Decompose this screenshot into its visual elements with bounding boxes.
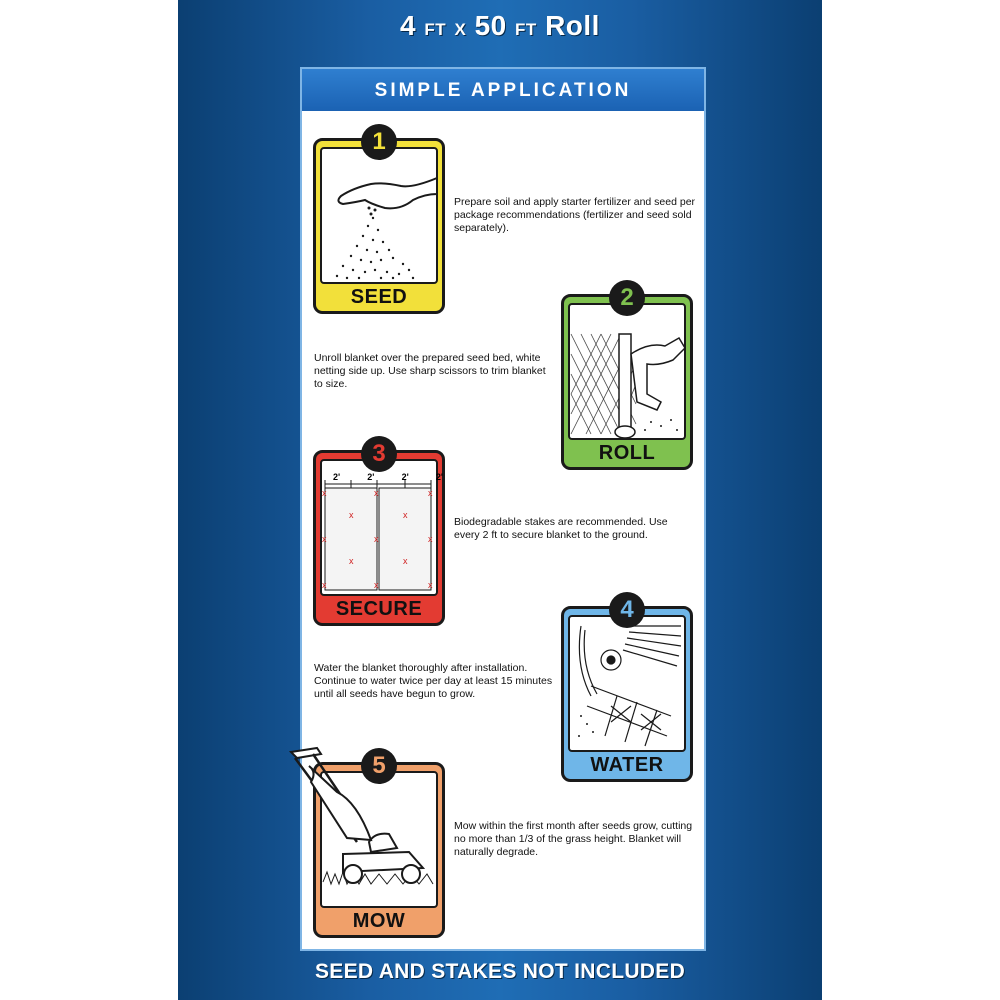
step-secure-card: x x x x x x x x x x x x x 2' 2' 2' 2' 3 SECURE <box>313 436 445 626</box>
roll-size-title: 4 FT X 50 FT Roll <box>178 10 822 42</box>
step-label: SECURE <box>335 598 423 620</box>
spacing-label: 2' <box>401 472 409 482</box>
length-unit: FT <box>515 20 537 39</box>
spacing-label: 2' <box>333 472 341 482</box>
svg-text:x: x <box>403 510 408 520</box>
spacing-label: 2' <box>435 472 443 482</box>
svg-text:x: x <box>374 580 379 590</box>
secure-illustration-icon: x x x x x x x x x x x x x <box>313 450 445 626</box>
step-water-card: 4 WATER <box>561 592 693 782</box>
step-mow-card: 5 MOW <box>288 746 445 938</box>
step-number-badge: 5 <box>361 748 397 784</box>
water-illustration-icon <box>561 606 693 782</box>
svg-text:x: x <box>349 510 354 520</box>
step-label: MOW <box>352 910 406 932</box>
dimension-separator: X <box>454 20 467 39</box>
step-water-description: Water the blanket thoroughly after insta… <box>314 662 553 700</box>
step-label: WATER <box>590 754 664 776</box>
svg-text:x: x <box>374 488 379 498</box>
svg-text:x: x <box>428 534 433 544</box>
length-value: 50 <box>474 10 507 41</box>
mower-handle-icon <box>288 746 373 843</box>
svg-text:x: x <box>428 580 433 590</box>
step-seed-card: 1 SEED <box>313 124 445 314</box>
step-number-badge: 3 <box>361 436 397 472</box>
spacing-label: 2' <box>367 472 375 482</box>
step-label: ROLL <box>598 442 656 464</box>
roll-illustration-icon <box>561 294 693 470</box>
step-roll-description: Unroll blanket over the prepared seed be… <box>314 352 546 390</box>
not-included-notice: SEED AND STAKES NOT INCLUDED <box>314 960 686 983</box>
step-roll-card: 2 ROLL <box>561 280 693 470</box>
svg-text:x: x <box>322 488 327 498</box>
step-mow-description: Mow within the first month after seeds g… <box>454 820 693 858</box>
panel-title: SIMPLE APPLICATION <box>302 69 704 111</box>
svg-text:x: x <box>322 580 327 590</box>
step-label: SEED <box>350 286 408 308</box>
step-number-badge: 2 <box>609 280 645 316</box>
width-unit: FT <box>424 20 447 39</box>
svg-text:x: x <box>403 556 408 566</box>
step-secure-description: Biodegradable stakes are recommended. Us… <box>454 516 668 541</box>
seed-illustration-icon <box>313 138 445 314</box>
svg-text:x: x <box>374 534 379 544</box>
svg-text:x: x <box>322 534 327 544</box>
roll-word: Roll <box>545 10 600 41</box>
width-value: 4 <box>400 10 417 41</box>
svg-text:x: x <box>349 556 354 566</box>
svg-text:x: x <box>428 488 433 498</box>
step-seed-description: Prepare soil and apply starter fertilize… <box>454 196 696 234</box>
stake-spacing-row: 2' 2' 2' 2' <box>333 472 443 482</box>
step-number-badge: 4 <box>609 592 645 628</box>
step-number-badge: 1 <box>361 124 397 160</box>
